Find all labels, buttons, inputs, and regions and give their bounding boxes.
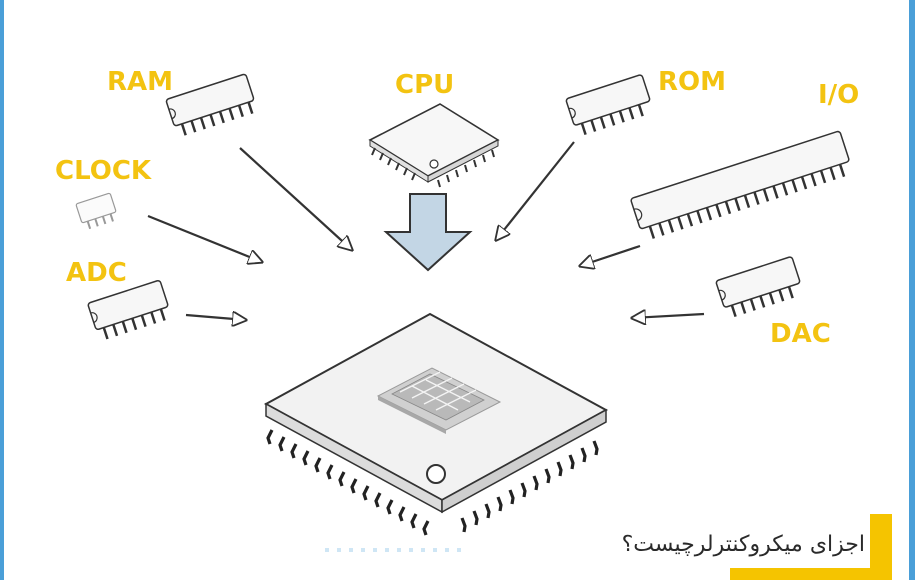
label-clock: CLOCK [55, 156, 152, 186]
rom-chip-icon [565, 74, 651, 136]
frame-left [0, 0, 4, 580]
arrow-rom [496, 141, 575, 240]
label-dac: DAC [770, 319, 831, 349]
io-chip-icon [630, 130, 850, 239]
cpu-chip-icon [368, 103, 500, 188]
cpu-down-arrow-icon [383, 193, 473, 272]
adc-chip-icon [87, 279, 169, 340]
clock-chip-icon [75, 192, 117, 230]
caption-accent-underline [730, 568, 892, 580]
label-adc: ADC [66, 258, 127, 288]
label-ram: RAM [107, 67, 173, 97]
dac-chip-icon [715, 256, 801, 318]
label-rom: ROM [658, 67, 726, 97]
silicon-die-icon [376, 367, 502, 434]
caption-title: اجزای میکروکنترلرچیست؟ [621, 532, 865, 557]
arrow-clock [147, 214, 262, 262]
label-cpu: CPU [395, 70, 454, 100]
caption-accent-bar [870, 514, 892, 580]
ram-chip-icon [165, 73, 255, 136]
arrow-adc [185, 315, 246, 320]
arrow-io [580, 244, 641, 266]
arrow-dac [632, 314, 705, 318]
label-io: I/O [818, 80, 859, 110]
frame-right [909, 0, 915, 580]
arrow-ram [239, 147, 352, 250]
main-microcontroller-chip-icon [263, 312, 609, 536]
decorative-dots [325, 548, 465, 552]
